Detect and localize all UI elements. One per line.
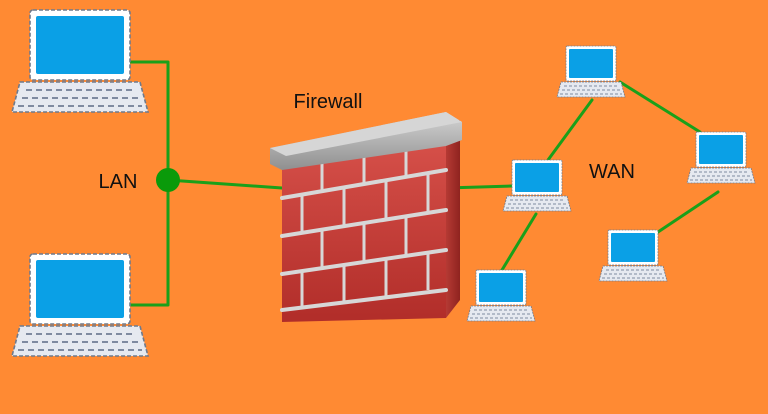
lan-link-bottom — [116, 178, 170, 307]
network-links — [116, 60, 720, 307]
wan-link-1 — [500, 212, 538, 272]
wan-link-4 — [650, 190, 720, 238]
wan-laptop-right — [686, 131, 756, 184]
lan-laptop-bottom — [11, 253, 149, 357]
wan-link-2 — [546, 98, 594, 162]
lan-hub-node — [156, 168, 180, 192]
wan-label: WAN — [589, 161, 635, 183]
lan-laptop-top — [11, 9, 149, 113]
wan-link-3 — [618, 80, 702, 134]
lan-link-top — [116, 60, 170, 182]
lan-label: LAN — [99, 171, 138, 193]
wan-laptop-center — [502, 159, 572, 212]
firewall-label: Firewall — [294, 91, 363, 113]
firewall-wall-icon — [270, 112, 462, 322]
lan-to-firewall-link — [166, 178, 284, 190]
wan-laptop-lower-right — [598, 229, 668, 282]
wan-laptop-top — [556, 45, 626, 98]
wan-laptop-bottom — [466, 269, 536, 322]
